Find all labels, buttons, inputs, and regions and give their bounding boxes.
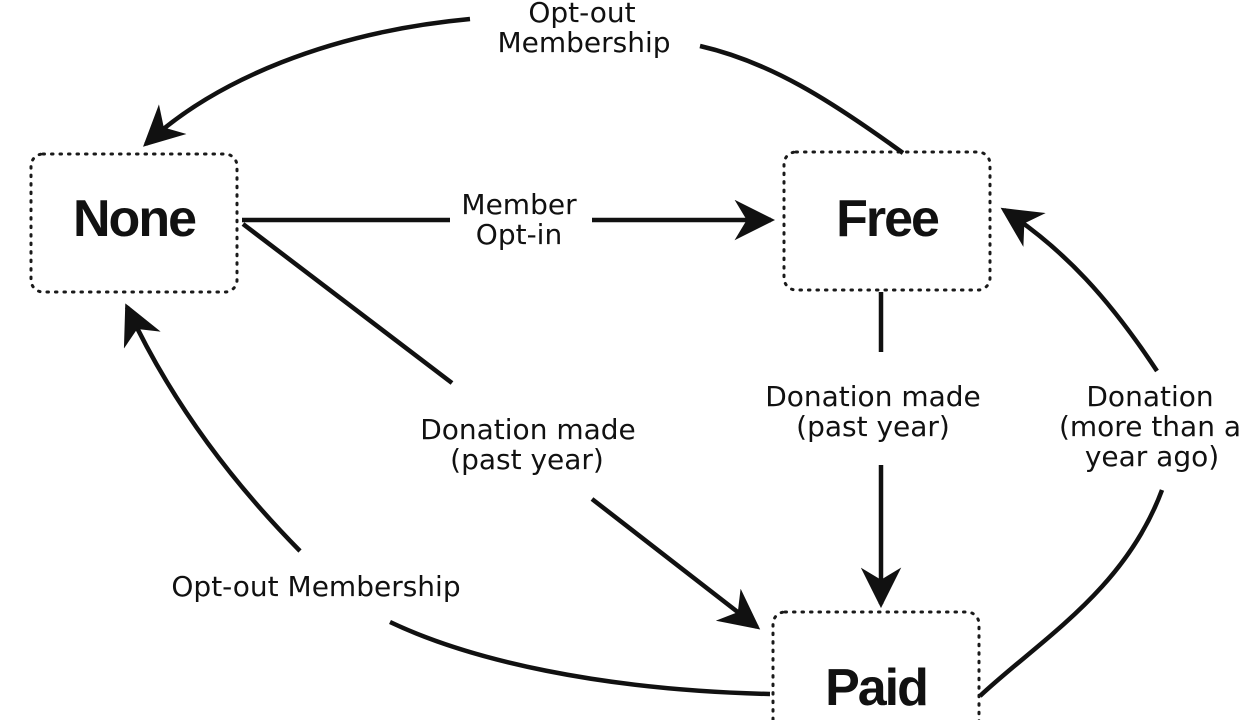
node-paid-label: Paid xyxy=(825,659,927,717)
edge-none-to-free-label-1: Member xyxy=(461,188,577,221)
node-free: Free xyxy=(782,150,992,292)
edge-free-to-paid: Donation made (past year) xyxy=(765,292,981,609)
edge-paid-to-free: Donation (more than a year ago) xyxy=(978,207,1241,698)
edge-none-to-paid-label-2: (past year) xyxy=(450,443,604,476)
edge-paid-to-free-line-b xyxy=(1000,207,1159,373)
node-none-box xyxy=(29,152,239,294)
node-none-label: None xyxy=(73,190,196,248)
edge-none-to-free: Member Opt-in xyxy=(242,188,776,251)
edge-none-to-paid-line-a xyxy=(241,222,454,385)
node-paid: Paid xyxy=(771,610,981,720)
node-paid-box xyxy=(771,610,981,720)
edge-paid-to-none: Opt-out Membership xyxy=(123,303,771,697)
edge-none-to-paid-line-b xyxy=(590,497,761,630)
edge-none-to-paid: Donation made (past year) xyxy=(241,222,761,630)
edge-none-to-free-label-2: Opt-in xyxy=(476,218,562,251)
edge-paid-to-free-line-a xyxy=(978,489,1165,698)
edge-none-to-paid-label-1: Donation made xyxy=(420,413,636,446)
edge-paid-to-none-line-b xyxy=(123,303,302,553)
edge-paid-to-none-line-a xyxy=(389,619,771,697)
edge-free-to-paid-label-2: (past year) xyxy=(796,410,950,443)
edge-free-to-none: Opt-out Membership xyxy=(143,0,905,155)
edge-paid-to-free-label-2: (more than a xyxy=(1059,410,1241,443)
edge-paid-to-free-label-3: year ago) xyxy=(1085,440,1219,473)
node-free-label: Free xyxy=(836,190,939,248)
edge-paid-to-none-label-1: Opt-out Membership xyxy=(171,570,460,603)
node-free-box xyxy=(782,150,992,292)
edge-free-to-none-label-1: Opt-out xyxy=(528,0,635,29)
edge-free-to-none-line-b xyxy=(143,16,471,147)
edge-free-to-none-label-2: Membership xyxy=(497,26,670,59)
edge-paid-to-free-label-1: Donation xyxy=(1086,380,1213,413)
node-none: None xyxy=(29,152,239,294)
edge-free-to-none-line-a xyxy=(699,43,905,155)
edge-free-to-paid-label-1: Donation made xyxy=(765,380,981,413)
